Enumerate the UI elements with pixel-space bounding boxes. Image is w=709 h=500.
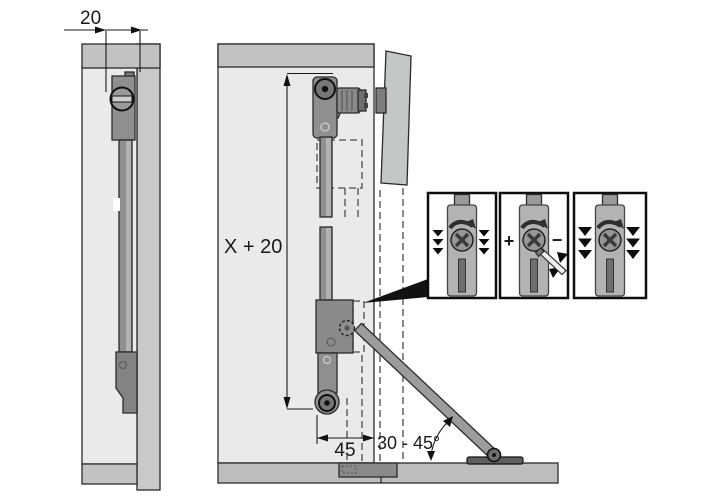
panel-fine-adjustment (426, 191, 498, 300)
rail-upper-highlight (326, 138, 331, 216)
thumb-top-tab (453, 193, 471, 207)
triangle-down-icon (432, 230, 444, 237)
knob-cross (602, 232, 618, 248)
door-catch (375, 87, 387, 114)
coarse-markers-right (626, 227, 640, 259)
dim20-arrow-left-icon (95, 26, 106, 34)
dim-20-label: 20 (80, 8, 101, 29)
side-fitting (109, 71, 138, 414)
plus-label: + (504, 231, 515, 251)
thumb-top-tab (525, 193, 543, 207)
thumb-slot (458, 258, 466, 293)
knob-cross (526, 232, 542, 248)
fitting-thumbnail (518, 193, 550, 297)
plate-hole-mark (322, 355, 332, 365)
lower-plate (317, 352, 338, 394)
dim-45-label: 45 (334, 440, 355, 461)
callout-wedge-icon (363, 279, 428, 303)
triangle-down-icon (578, 238, 592, 248)
side-cabinet-top-panel (81, 43, 161, 69)
angle-label: 30 - 45° (377, 433, 440, 453)
dimension-angle: 30 - 45° (377, 416, 453, 461)
flap-door-ajar (380, 50, 412, 186)
side-view: 20 (64, 8, 161, 491)
thumb-top-tab (601, 193, 619, 207)
screwdriver-icon (534, 247, 567, 276)
rotation-arrow-head (614, 219, 624, 229)
flap-plate-detail (341, 465, 357, 474)
side-door-panel (136, 43, 161, 491)
adjustment-detail-panels: + − (426, 191, 648, 300)
dimension-x20: X + 20 (224, 72, 333, 410)
dimension-45: 45 (316, 415, 374, 461)
arm-knuckle-center (492, 453, 496, 457)
screwdriver-tip (534, 247, 545, 258)
side-fitting-slider (115, 351, 138, 414)
triangle-down-icon (432, 248, 444, 255)
panel-adjustment-direction: + − (498, 191, 570, 300)
dimx20-arrow-down-icon (283, 397, 291, 409)
minus-label: − (552, 230, 563, 250)
angle-arrow-top-icon (443, 416, 453, 427)
thumb-slot (606, 258, 614, 293)
coarse-markers-left (578, 227, 592, 259)
triangle-down-icon (478, 248, 490, 255)
side-fitting-rail-highlight (126, 141, 131, 351)
dimx20-arrow-up-icon (283, 74, 291, 86)
dim-x20-label: X + 20 (224, 236, 282, 258)
panel-coarse-adjustment (572, 191, 648, 300)
triangle-down-icon (478, 230, 490, 237)
flap-mounting-plate-closed (338, 462, 398, 478)
fitting-thumbnail (594, 193, 626, 297)
cabinet-interior (217, 43, 375, 464)
triangle-down-icon (578, 250, 592, 259)
rotation-arrow-head (538, 219, 548, 229)
knob-cross (454, 232, 470, 248)
euro-screw-slot (111, 95, 133, 103)
cabinet-top-panel (217, 43, 375, 68)
slider-mark (326, 337, 336, 347)
dim45-arrow-right-icon (363, 434, 374, 442)
fitting-thumbnail (446, 193, 478, 297)
cylinder-cap (357, 89, 367, 112)
cylinder-nub (364, 93, 368, 98)
lift-mechanism (312, 76, 368, 415)
triangle-turn-icon (557, 252, 568, 263)
side-cabinet-bottom-panel (81, 463, 138, 485)
fine-markers-left (432, 230, 444, 255)
damper-cylinder (336, 87, 361, 114)
bottom-pivot-center (324, 400, 330, 406)
rotation-arrow-head (466, 219, 476, 229)
top-pivot-center (321, 85, 329, 93)
triangle-down-icon (478, 239, 490, 246)
stay-arm (353, 322, 524, 465)
angle-arrow-bottom-icon (427, 451, 435, 461)
side-slider-mark (118, 360, 128, 370)
pivot-hole-mark (320, 122, 330, 132)
dim20-arrow-right-icon (131, 26, 142, 34)
front-section-view: X + 20 45 30 - 45° (217, 43, 559, 484)
thumb-slot (530, 258, 538, 293)
triangle-down-icon (626, 250, 640, 259)
dim45-arrow-left-icon (317, 434, 328, 442)
triangle-down-icon (578, 227, 592, 236)
cylinder-nub (364, 103, 368, 108)
triangle-down-icon (432, 239, 444, 246)
adjustment-screw-center (344, 325, 350, 331)
side-rail-break (113, 198, 120, 211)
fine-markers-right (478, 230, 490, 255)
dimension-20: 20 (64, 8, 148, 92)
rail-lower-highlight (326, 228, 331, 299)
triangle-down-icon (626, 238, 640, 248)
dashed-reference-lines (316, 139, 404, 462)
triangle-down-icon (626, 227, 640, 236)
